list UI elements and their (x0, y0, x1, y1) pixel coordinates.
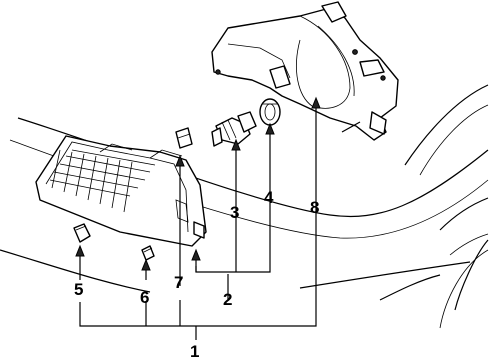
bulb-socket-ring (259, 98, 281, 126)
callout-4: 4 (264, 188, 274, 207)
callout-5: 5 (74, 280, 83, 299)
callout-1: 1 (190, 342, 199, 360)
callout-8: 8 (310, 198, 319, 217)
leader-lines (79, 100, 317, 340)
callout-2: 2 (223, 290, 232, 309)
callout-6: 6 (140, 288, 149, 307)
callout-7: 7 (174, 273, 183, 292)
lens-grid (49, 149, 156, 213)
callout-3: 3 (230, 203, 239, 222)
clip-5 (73, 223, 91, 243)
callout-labels: 1 2 3 4 5 6 7 8 (74, 188, 319, 360)
headlamp-bulb (211, 111, 257, 147)
arrowheads (75, 96, 321, 271)
clip-6 (141, 245, 155, 261)
headlamp-housing-bracket (211, 1, 399, 141)
top-connector (175, 127, 193, 149)
headlamp-assembly (35, 135, 207, 247)
